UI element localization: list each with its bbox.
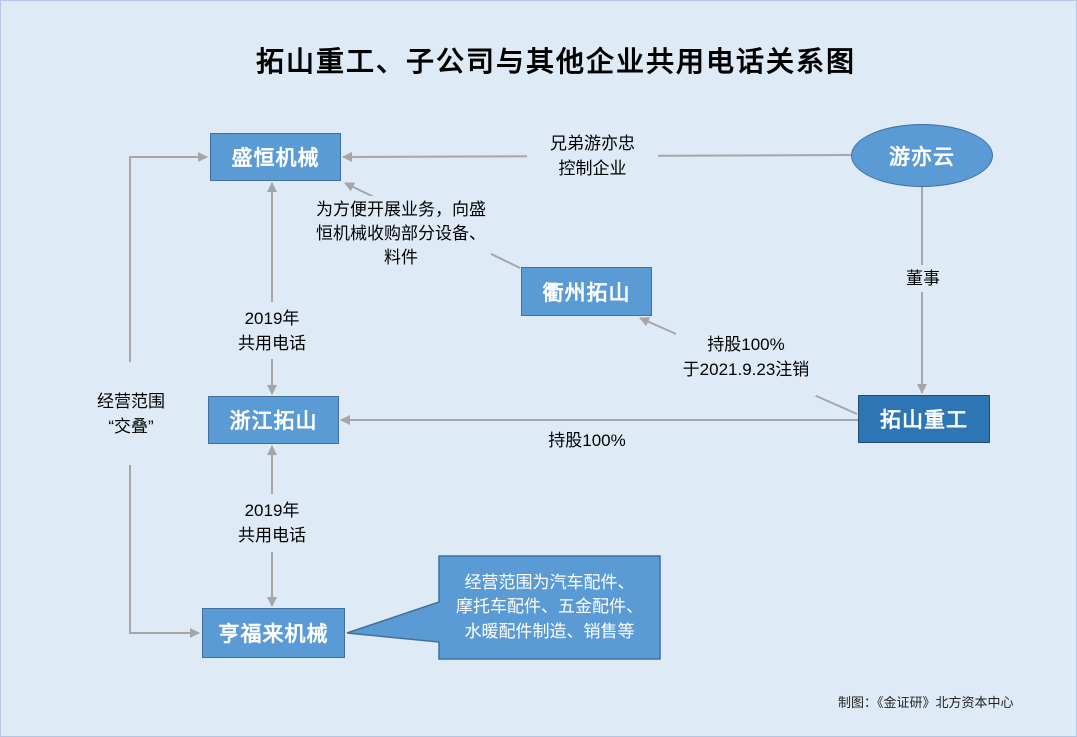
edge-label-shared-phone-upper: 2019年 共用电话 [234, 302, 310, 359]
edge-label-line: 持股100% [548, 431, 626, 450]
edge-label-line: 于2021.9.23注销 [682, 360, 810, 379]
edge-label-line: 兄弟游亦忠 [550, 134, 635, 153]
source-credit: 制图：《金证研》北方资本中心 [838, 695, 1014, 710]
edge-label-line: 持股100% [707, 335, 785, 354]
edge-label-line: 2019年 [244, 308, 300, 328]
edge-label-line: 共用电话 [238, 333, 306, 353]
callout-line: 水暖配件制造、销售等 [464, 621, 635, 641]
edge-label-line: 2019年 [244, 501, 300, 520]
node-hengfulai-machinery: 亨福来机械 [202, 608, 345, 658]
node-zhejiang-tuoshan: 浙江拓山 [208, 396, 339, 444]
edge-label-line: 为方便开展业务，向盛 [316, 200, 486, 219]
edge-label-line: 恒机械收购部分设备、 [316, 224, 486, 243]
diagram-title: 拓山重工、子公司与其他企业共用电话关系图 [255, 46, 856, 77]
edge-label-zhejiang-holding: 持股100% [537, 428, 637, 453]
edge-label-scope-overlap: 经营范围 “交叠” [92, 362, 170, 465]
callout-business-scope: 经营范围为汽车配件、 摩托车配件、五金配件、 水暖配件制造、销售等 [439, 556, 660, 659]
edge-label-line: 经营范围 [97, 391, 165, 411]
edge-label-line: “交叠” [108, 416, 154, 436]
edge-label-shared-phone-lower: 2019年 共用电话 [234, 494, 310, 552]
edge-label-line: 共用电话 [238, 526, 306, 545]
callout-line: 摩托车配件、五金配件、 [456, 597, 643, 617]
node-shengheng-machinery: 盛恒机械 [210, 133, 341, 181]
edge-label-director: 董事 [904, 265, 942, 292]
node-quzhou-tuoshan: 衢州拓山 [521, 267, 652, 316]
edge-label-quzhou-holding: 持股100% 于2021.9.23注销 [676, 330, 816, 396]
edge-label-line: 控制企业 [558, 159, 627, 178]
node-tuoshan-heavy-industry: 拓山重工 [858, 395, 990, 443]
edge-label-line: 董事 [906, 269, 940, 288]
edge-label-equipment-purchase: 为方便开展业务，向盛 恒机械收购部分设备、 料件 [311, 196, 491, 272]
edge-label-line: 料件 [384, 248, 418, 267]
edge-label-brother-controlled: 兄弟游亦忠 控制企业 [527, 131, 658, 181]
node-you-yiyun-person: 游亦云 [851, 124, 993, 187]
callout-line: 经营范围为汽车配件、 [464, 572, 635, 592]
callout-bubble [346, 555, 661, 660]
